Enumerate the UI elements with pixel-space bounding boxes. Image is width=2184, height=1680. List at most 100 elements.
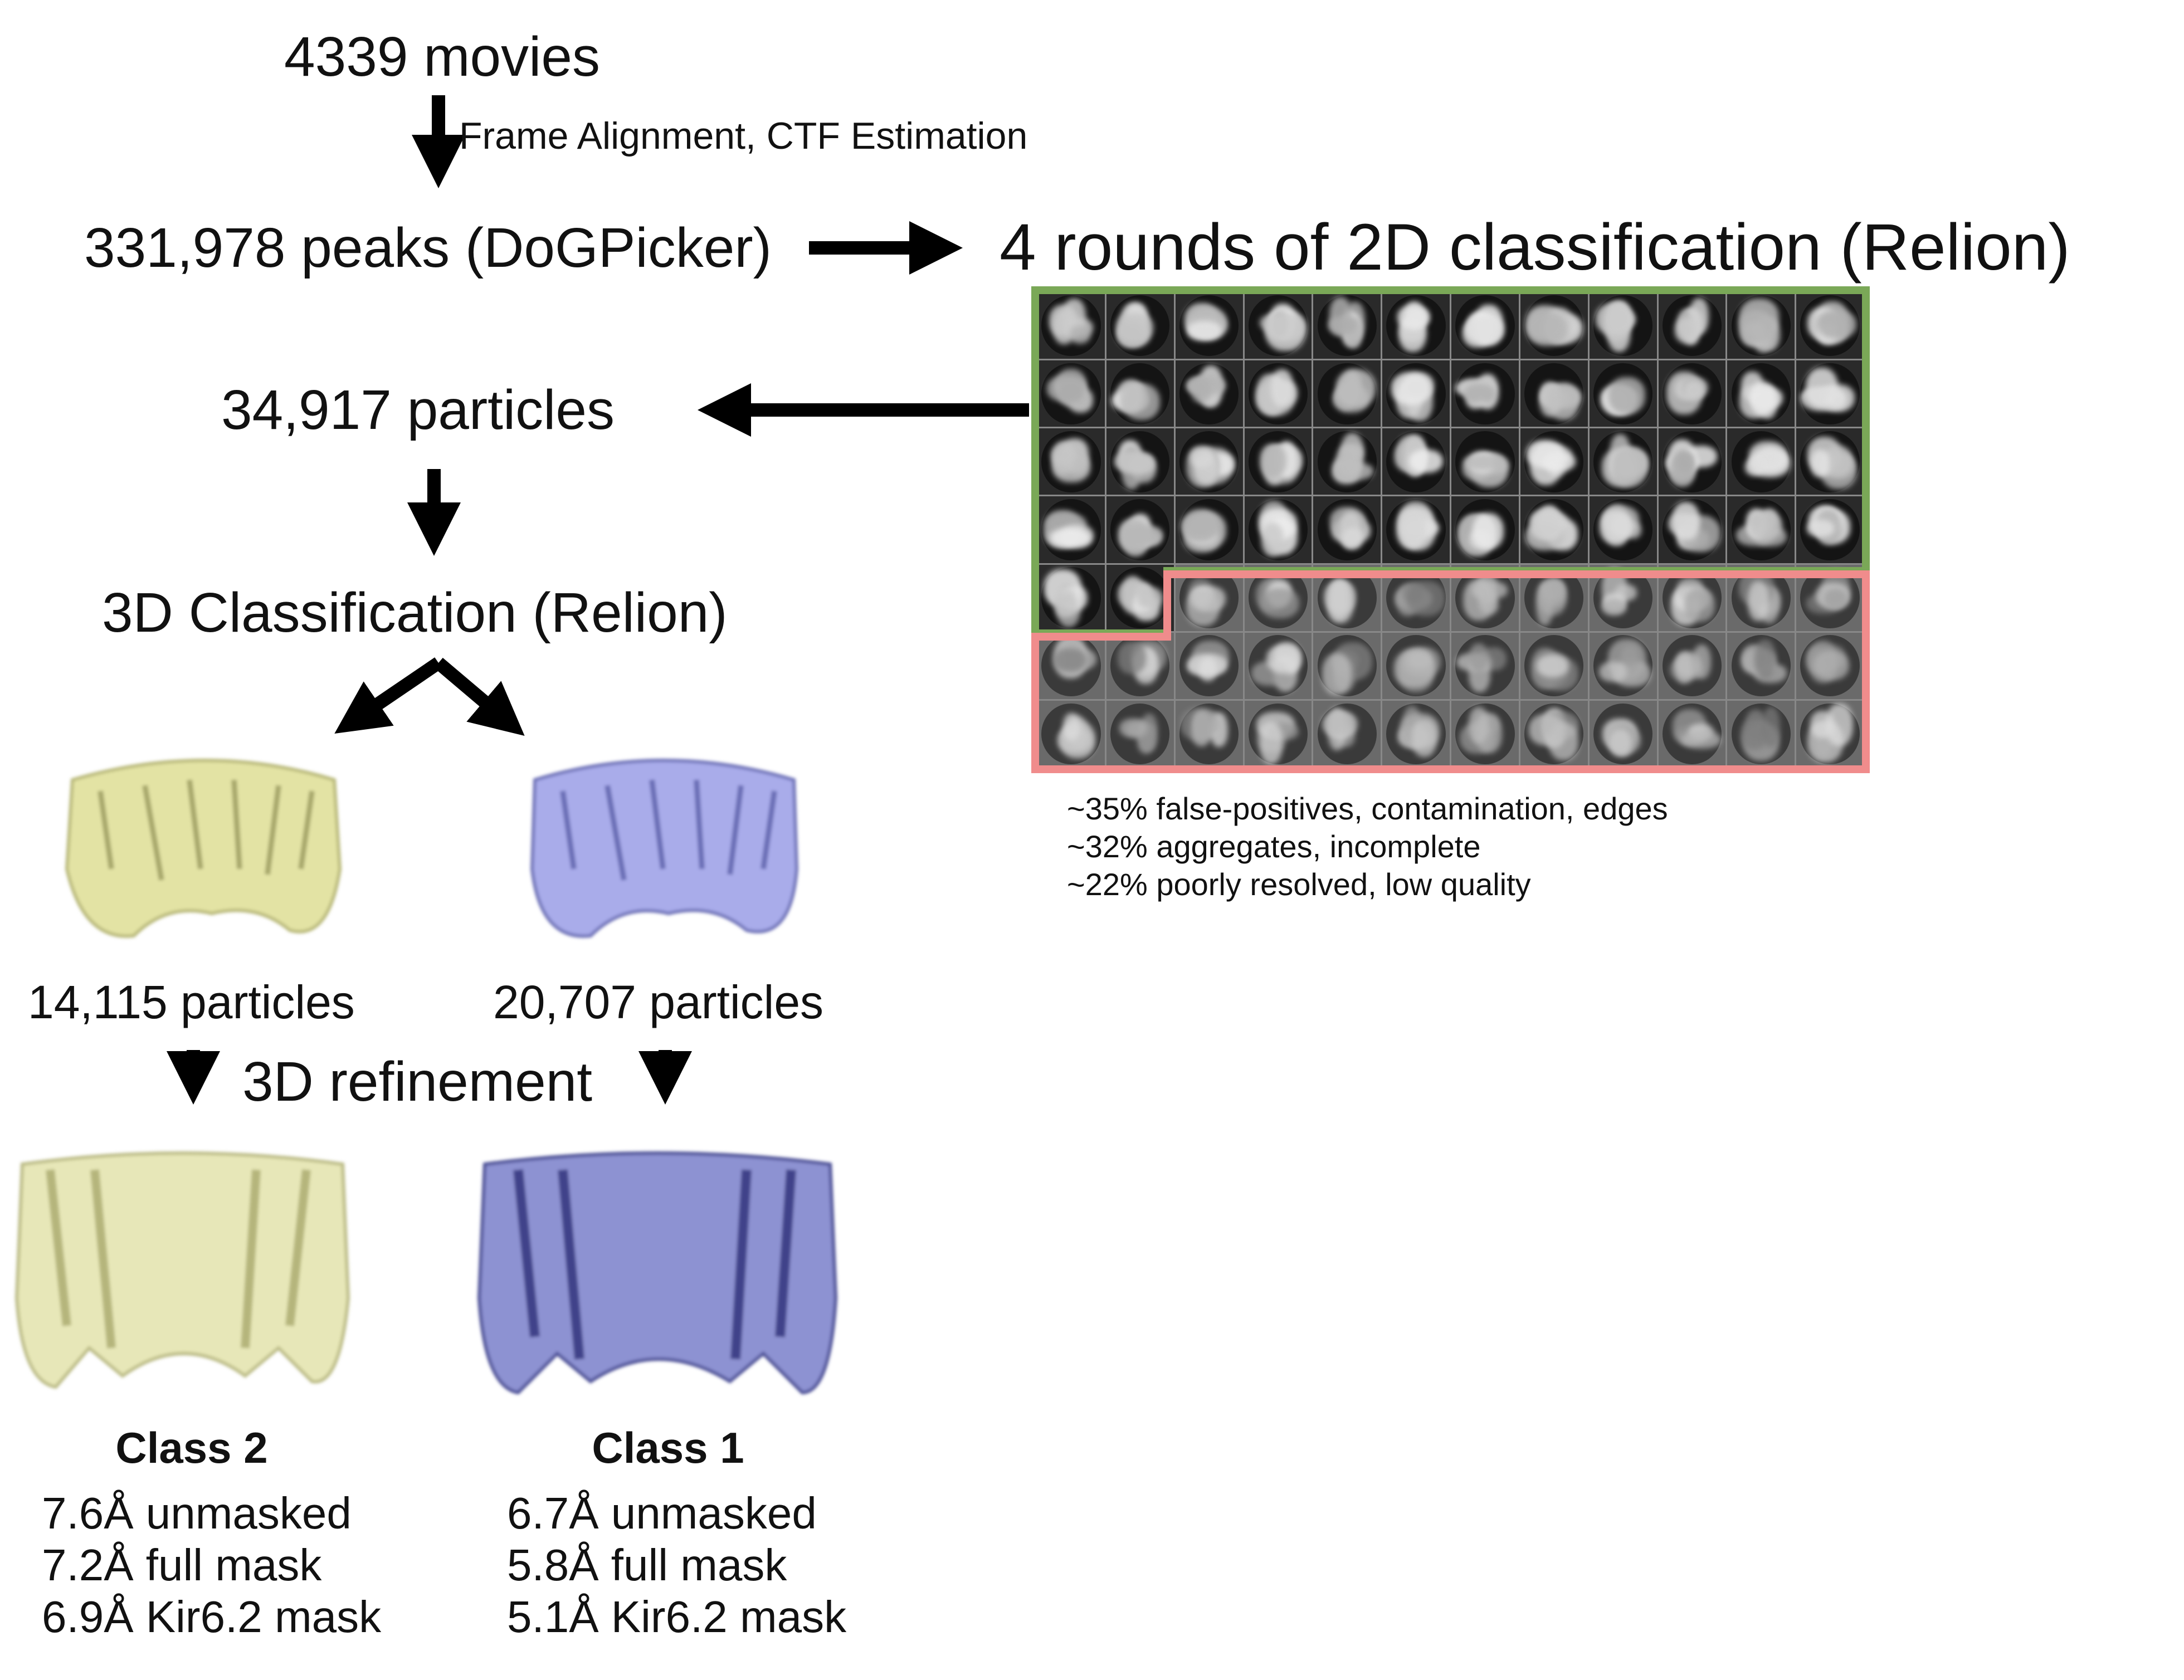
rejected-class-average (1589, 700, 1657, 767)
rejected-class-average (1106, 632, 1174, 699)
good-class-average (1520, 360, 1588, 427)
density-blob (1336, 445, 1360, 478)
density-blob (1608, 377, 1645, 414)
density-blob (1265, 312, 1306, 342)
good-class-average (1796, 496, 1864, 563)
density-blob (1675, 317, 1699, 343)
density-blob (1810, 449, 1830, 477)
arrow-3d-to-class2 (334, 657, 442, 734)
density-blob (1397, 305, 1430, 329)
density-blob (1051, 445, 1075, 466)
step-peaks: 331,978 peaks (DoGPicker) (84, 217, 772, 279)
good-class-average (1313, 360, 1381, 427)
good-class-average (1037, 292, 1105, 359)
density-blob (1326, 580, 1354, 623)
rejection-notes: ~35% false-positives, contamination, edg… (1067, 790, 1668, 904)
bad-classes-outline (1031, 570, 1870, 773)
step-3d-classification: 3D Classification (Relion) (102, 582, 728, 644)
density-blob (1754, 639, 1776, 679)
step-2d-classification: 4 rounds of 2D classification (Relion) (1000, 211, 2070, 284)
density-blob (1396, 509, 1426, 549)
rejection-note: ~32% aggregates, incomplete (1067, 829, 1481, 864)
rejected-class-average (1382, 700, 1450, 767)
good-class-average (1106, 564, 1174, 631)
density-blob (1684, 589, 1715, 622)
density-blob (1814, 650, 1850, 681)
good-class-average (1451, 428, 1519, 495)
rejected-class-average (1382, 632, 1450, 699)
density-blob (1137, 587, 1163, 608)
good-class-average (1244, 428, 1312, 495)
rejected-class-average (1244, 632, 1312, 699)
rejected-class-average (1658, 632, 1726, 699)
good-class-average (1520, 496, 1588, 563)
density-blob (1681, 731, 1722, 749)
density-blob (1322, 712, 1358, 736)
density-blob (1810, 711, 1835, 738)
good-class-average (1175, 428, 1243, 495)
step-3d-refinement: 3D refinement (242, 1051, 593, 1113)
good-class-average (1106, 292, 1174, 359)
density-blob (1115, 313, 1154, 343)
density-blob (1408, 449, 1443, 473)
rejected-class-average (1520, 632, 1588, 699)
good-class-average (1520, 292, 1588, 359)
density-blob (1749, 382, 1776, 416)
step-preprocess-label: Frame Alignment, CTF Estimation (459, 115, 1028, 157)
good-classes-outline (1031, 286, 1870, 637)
density-blob (1529, 509, 1564, 541)
class1-3d-map (530, 759, 799, 938)
density-blob (1542, 579, 1566, 608)
density-blob (1479, 594, 1499, 615)
density-blob (1671, 502, 1700, 541)
density-blob (1602, 598, 1627, 616)
density-blob (1266, 644, 1301, 673)
good-class-average (1658, 292, 1726, 359)
density-blob (1190, 447, 1214, 468)
rejected-class-average (1037, 632, 1105, 699)
density-blob (1761, 448, 1779, 466)
good-class-average (1382, 496, 1450, 563)
good-class-average (1451, 496, 1519, 563)
density-blob (1055, 594, 1078, 618)
good-class-average (1313, 496, 1381, 563)
density-blob (1536, 654, 1569, 678)
step-movies: 4339 movies (284, 26, 600, 88)
good-class-average (1106, 496, 1174, 563)
good-class-average (1106, 360, 1174, 427)
density-blob (1621, 646, 1639, 668)
density-blob (1824, 589, 1847, 609)
good-class-average (1727, 428, 1795, 495)
good-class-average (1589, 292, 1657, 359)
resolution-line: 6.9Å Kir6.2 mask (42, 1592, 382, 1642)
good-class-average (1382, 360, 1450, 427)
density-blob (1343, 528, 1363, 549)
good-class-average (1589, 496, 1657, 563)
density-blob (1472, 512, 1504, 550)
density-blob (1683, 380, 1704, 400)
resolution-line: 7.2Å full mask (42, 1540, 322, 1590)
density-blob (1122, 519, 1149, 557)
density-blob (1749, 511, 1783, 540)
rejected-class-average (1589, 632, 1657, 699)
good-class-average (1313, 292, 1381, 359)
density-blob (1469, 643, 1488, 672)
density-blob (1807, 520, 1834, 537)
density-blob (1069, 326, 1091, 344)
resolution-line: 7.6Å unmasked (42, 1488, 352, 1538)
good-class-average (1037, 496, 1105, 563)
good-class-average (1037, 428, 1105, 495)
step-particles: 34,917 particles (221, 379, 615, 441)
rejected-class-average (1727, 632, 1795, 699)
density-blob (1748, 581, 1769, 621)
density-blob (1463, 454, 1503, 471)
good-class-average (1589, 360, 1657, 427)
density-blob (1259, 721, 1283, 765)
density-blob (1670, 452, 1695, 487)
class2-particles: 14,115 particles (28, 976, 355, 1028)
good-class-average (1244, 496, 1312, 563)
class2-3d-map (65, 759, 342, 938)
good-class-average (1796, 292, 1864, 359)
